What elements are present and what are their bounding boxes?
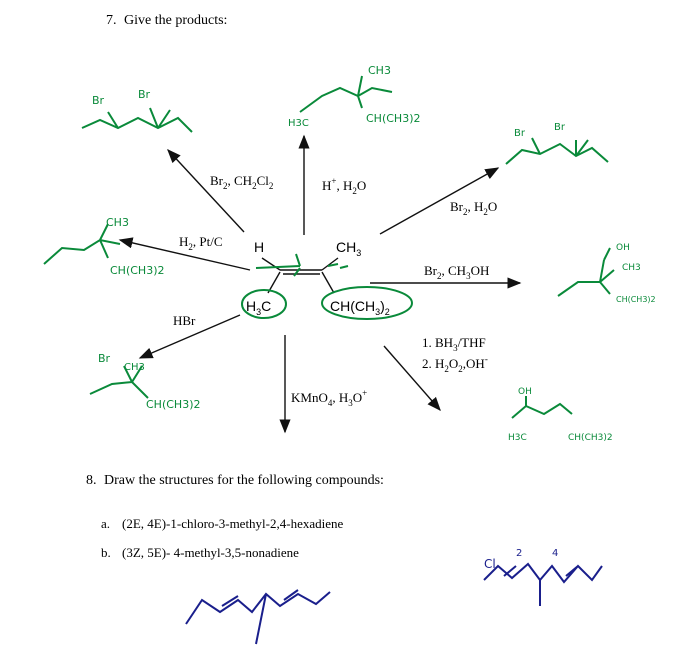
product-top: CH3 H3C CH(CH3)2 bbox=[288, 64, 420, 129]
reaction-arrows bbox=[118, 134, 522, 434]
svg-text:Br: Br bbox=[92, 94, 105, 107]
reagent-h2-ptc: H2, Pt/C bbox=[179, 234, 223, 252]
reagent-bh3-thf: 1. BH3/THF bbox=[422, 335, 486, 353]
svg-text:CH(CH3)2: CH(CH3)2 bbox=[146, 398, 200, 411]
svg-text:H3C: H3C bbox=[508, 433, 527, 443]
mol-h: H bbox=[254, 239, 264, 255]
svg-text:CH3: CH3 bbox=[622, 263, 641, 273]
svg-text:CH3: CH3 bbox=[106, 216, 129, 229]
svg-text:OH: OH bbox=[616, 243, 630, 253]
reagent-br2-h2o: Br2, H2O bbox=[450, 199, 497, 217]
svg-text:Cl: Cl bbox=[484, 557, 496, 571]
svg-text:2: 2 bbox=[516, 548, 522, 559]
mol-ch3: CH3 bbox=[336, 239, 361, 258]
svg-text:4: 4 bbox=[552, 548, 558, 559]
svg-text:Br: Br bbox=[514, 128, 526, 139]
reagent-h2o2-oh: 2. H2O2,OH- bbox=[422, 354, 488, 374]
product-top-right: Br Br bbox=[505, 122, 609, 165]
svg-text:H3C: H3C bbox=[288, 118, 309, 129]
product-right: OH CH3 CH(CH3)2 bbox=[557, 243, 656, 304]
reagent-br2-ch2cl2: Br2, CH2Cl2 bbox=[210, 173, 273, 191]
svg-text:CH(CH3)2: CH(CH3)2 bbox=[110, 264, 164, 277]
svg-text:Br: Br bbox=[138, 88, 151, 101]
structure-q8-a: Cl 2 4 bbox=[483, 548, 603, 606]
product-bottom-right: OH H3C CH(CH3)2 bbox=[508, 387, 613, 443]
q8-a-text: (2E, 4E)-1-chloro-3-methyl-2,4-hexadiene bbox=[122, 516, 344, 531]
svg-text:Br: Br bbox=[98, 352, 111, 365]
q8-b-label: b. bbox=[101, 545, 111, 560]
product-left: CH3 CH(CH3)2 bbox=[43, 216, 164, 277]
starting-alkene: H CH3 H3C CH(CH3)2 bbox=[246, 239, 390, 317]
svg-text:Br: Br bbox=[554, 122, 566, 133]
reagent-hbr: HBr bbox=[173, 313, 196, 328]
product-bottom-left: Br CH3 CH(CH3)2 bbox=[89, 352, 200, 411]
svg-text:CH3: CH3 bbox=[368, 64, 391, 77]
reagent-h-h2o: H+, H2O bbox=[322, 176, 366, 196]
question-7-number: 7. bbox=[106, 13, 117, 28]
product-top-left: Br Br bbox=[81, 88, 193, 133]
q8-a-label: a. bbox=[101, 516, 110, 531]
mol-ch-ch3-2: CH(CH3)2 bbox=[330, 298, 390, 317]
reagent-kmno4: KMnO4, H3O+ bbox=[291, 388, 367, 408]
svg-text:CH(CH3)2: CH(CH3)2 bbox=[568, 433, 613, 443]
structure-q8-b bbox=[185, 589, 331, 645]
green-annotations bbox=[241, 253, 413, 320]
q8-b-text: (3Z, 5E)- 4-methyl-3,5-nonadiene bbox=[122, 545, 299, 560]
svg-text:CH3: CH3 bbox=[124, 362, 145, 373]
question-7-text: Give the products: bbox=[124, 13, 227, 28]
svg-text:CH(CH3)2: CH(CH3)2 bbox=[616, 295, 656, 304]
svg-text:OH: OH bbox=[518, 387, 532, 397]
question-8-number: 8. bbox=[86, 473, 97, 488]
svg-text:CH(CH3)2: CH(CH3)2 bbox=[366, 112, 420, 125]
reagent-br2-ch3oh: Br2, CH3OH bbox=[424, 263, 489, 281]
mol-h3c: H3C bbox=[246, 298, 271, 317]
question-8-text: Draw the structures for the following co… bbox=[104, 473, 384, 488]
